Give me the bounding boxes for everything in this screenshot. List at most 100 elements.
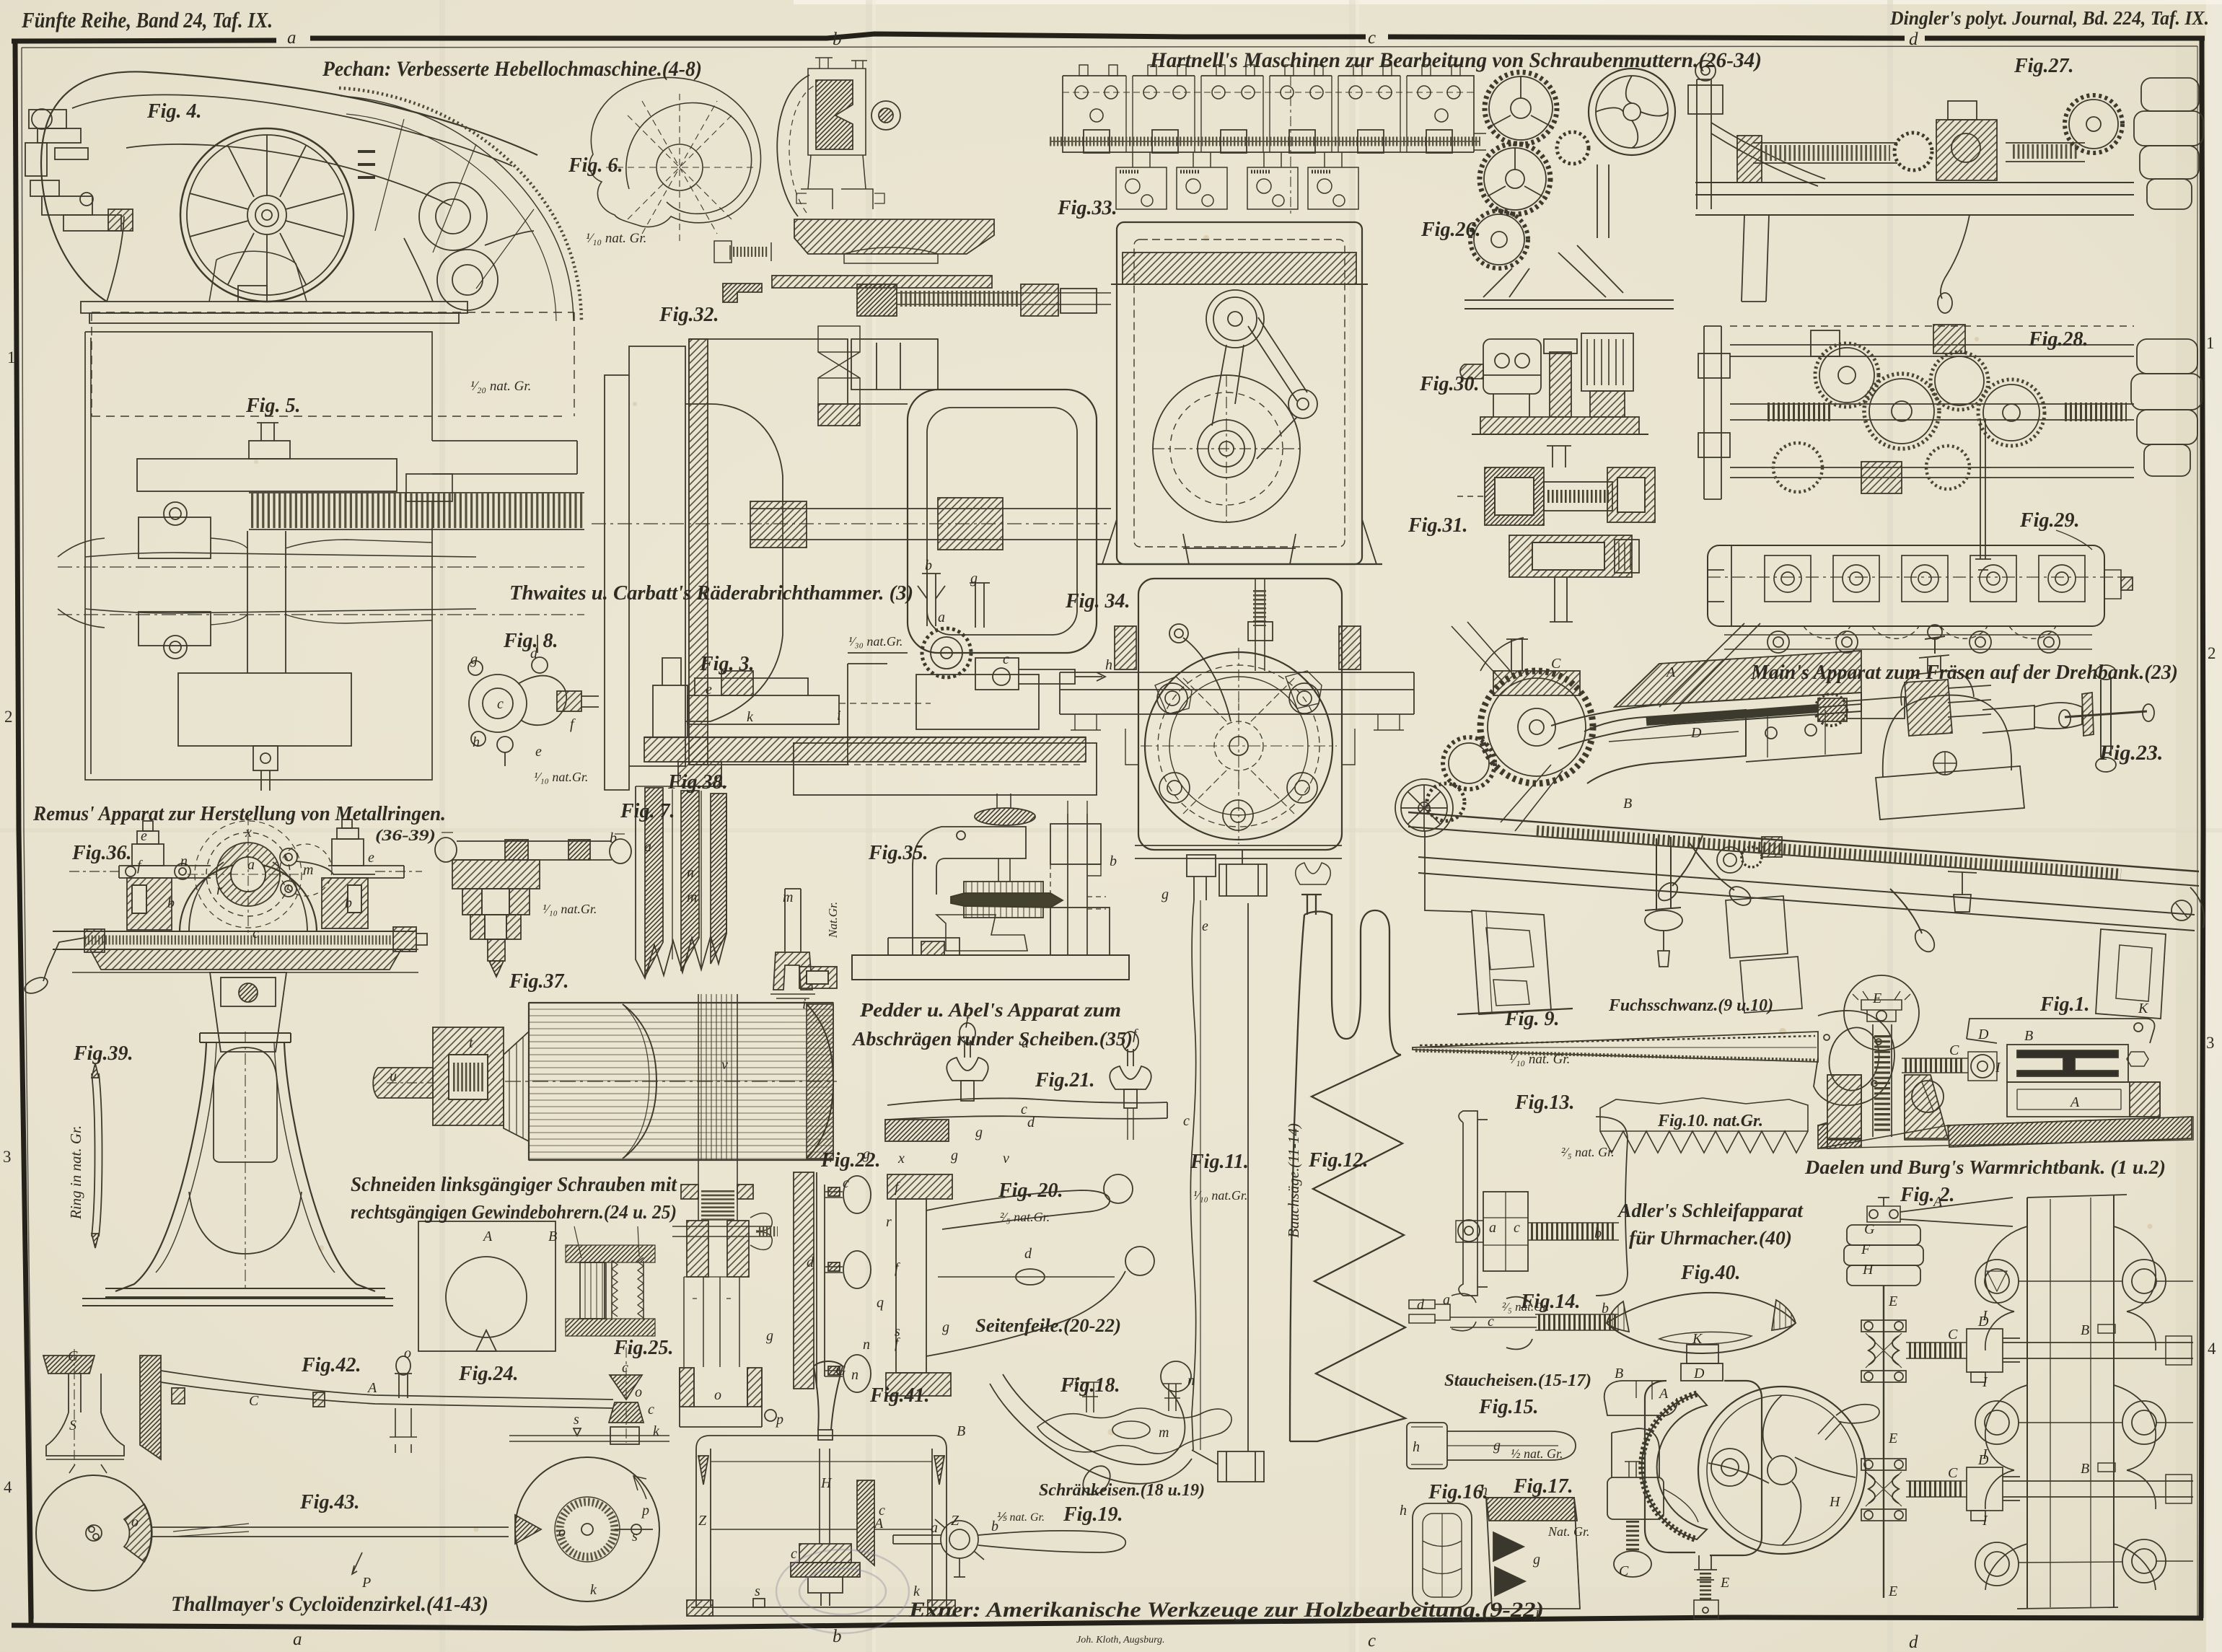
svg-text:v: v — [721, 1057, 728, 1073]
svg-text:¹⁄₁₀ nat.Gr.: ¹⁄₁₀ nat.Gr. — [1193, 1188, 1247, 1203]
svg-text:e: e — [1202, 918, 1208, 934]
svg-text:Fig. 8.: Fig. 8. — [503, 630, 558, 652]
svg-text:f: f — [895, 1179, 900, 1195]
svg-text:a: a — [644, 839, 651, 855]
svg-text:A: A — [1658, 1386, 1669, 1402]
svg-text:e: e — [535, 744, 542, 760]
svg-text:b: b — [1602, 1301, 1609, 1317]
svg-text:B: B — [2024, 1028, 2033, 1044]
svg-text:A: A — [1665, 664, 1676, 680]
svg-text:Z: Z — [951, 1513, 960, 1529]
svg-text:D: D — [1690, 725, 1702, 741]
svg-text:I: I — [1982, 1374, 1988, 1390]
svg-text:h: h — [473, 734, 480, 750]
svg-text:o: o — [131, 1514, 139, 1530]
svg-text:Fig.32.: Fig.32. — [659, 304, 719, 326]
svg-text:E: E — [1888, 1431, 1897, 1446]
svg-text:c: c — [1003, 651, 1009, 667]
svg-text:g: g — [942, 1319, 949, 1335]
svg-text:Fig.26.: Fig.26. — [1420, 219, 1480, 241]
svg-text:Schränkeisen.(18 u.19): Schränkeisen.(18 u.19) — [1039, 1481, 1205, 1500]
svg-text:D: D — [1693, 1366, 1705, 1381]
svg-text:H: H — [1862, 1262, 1874, 1278]
svg-text:i: i — [802, 996, 807, 1012]
svg-text:(36-39): (36-39) — [375, 826, 436, 844]
svg-text:a: a — [287, 28, 297, 48]
svg-text:Dingler's polyt. Journal, Bd.: Dingler's polyt. Journal, Bd. 224, Taf. … — [1889, 7, 2209, 29]
svg-text:e: e — [368, 850, 374, 866]
svg-text:C: C — [1948, 1465, 1958, 1481]
svg-text:Fig.42.: Fig.42. — [301, 1354, 361, 1376]
svg-text:Fig.13.: Fig.13. — [1514, 1091, 1574, 1114]
svg-text:n: n — [1071, 1373, 1078, 1389]
svg-text:D: D — [1977, 1452, 1989, 1468]
svg-text:Seitenfeile.(20-22): Seitenfeile.(20-22) — [975, 1315, 1121, 1336]
svg-text:s: s — [895, 1324, 900, 1340]
svg-text:n: n — [863, 1337, 870, 1353]
svg-text:I: I — [1982, 1308, 1988, 1324]
svg-text:E: E — [1872, 990, 1881, 1006]
svg-text:f: f — [570, 716, 576, 732]
svg-text:c: c — [791, 1546, 797, 1562]
svg-text:Fig.23.: Fig.23. — [2099, 741, 2163, 765]
svg-text:v: v — [1003, 1151, 1009, 1166]
svg-text:G: G — [835, 1363, 846, 1379]
svg-text:g: g — [1493, 1438, 1501, 1454]
svg-text:g: g — [970, 571, 978, 586]
svg-text:k: k — [747, 709, 754, 725]
svg-text:c: c — [1514, 1220, 1520, 1236]
svg-text:a: a — [1022, 1035, 1029, 1051]
svg-text:Fig. 20.: Fig. 20. — [998, 1179, 1063, 1202]
svg-text:Fig.1.: Fig.1. — [2039, 993, 2089, 1016]
svg-text:f: f — [895, 1335, 900, 1351]
svg-text:Fig. 7.: Fig. 7. — [620, 800, 675, 822]
svg-text:o: o — [404, 1345, 411, 1361]
svg-text:I: I — [1995, 1060, 2001, 1076]
svg-text:Fig.15.: Fig.15. — [1478, 1396, 1538, 1418]
svg-text:Remus' Apparat zur Herstellung: Remus' Apparat zur Herstellung von Metal… — [32, 803, 446, 825]
svg-text:Hartnell's Maschinen zur Bearb: Hartnell's Maschinen zur Bearbeitung von… — [1149, 48, 1762, 72]
svg-text:Fig.14.: Fig.14. — [1520, 1291, 1580, 1313]
svg-text:Fig. 3.: Fig. 3. — [699, 653, 754, 675]
svg-text:A: A — [2069, 1094, 2080, 1110]
svg-text:p: p — [775, 1412, 783, 1428]
svg-text:C: C — [1948, 1327, 1958, 1343]
svg-text:I: I — [1982, 1513, 1988, 1529]
svg-text:Fig.22.: Fig.22. — [820, 1149, 880, 1172]
svg-text:c: c — [879, 1503, 885, 1519]
svg-text:h: h — [1400, 1503, 1407, 1519]
svg-text:Fig.24.: Fig.24. — [458, 1363, 518, 1385]
svg-text:Fig. 2.: Fig. 2. — [1900, 1184, 1954, 1206]
svg-text:Fig.27.: Fig.27. — [2014, 55, 2073, 77]
svg-text:B: B — [548, 1229, 557, 1244]
svg-text:c: c — [622, 1360, 628, 1376]
svg-text:Abschrägen runder Scheiben.(35: Abschrägen runder Scheiben.(35) — [851, 1028, 1133, 1050]
svg-text:Fig.28.: Fig.28. — [2028, 328, 2088, 351]
svg-text:Fig.39.: Fig.39. — [73, 1042, 133, 1065]
svg-text:c: c — [1021, 1102, 1027, 1117]
svg-text:½ nat. Gr.: ½ nat. Gr. — [1511, 1446, 1563, 1461]
svg-text:Fig. 6.: Fig. 6. — [568, 154, 623, 177]
svg-text:Fig.43.: Fig.43. — [299, 1491, 359, 1513]
svg-text:s: s — [755, 1583, 760, 1599]
svg-text:D: D — [1977, 1314, 1989, 1330]
svg-text:Exner: Amerikanische Werkzeuge: Exner: Amerikanische Werkzeuge zur Holzb… — [908, 1598, 1544, 1622]
svg-text:b: b — [925, 558, 932, 574]
svg-text:E: E — [1888, 1293, 1897, 1309]
svg-text:g: g — [975, 1125, 983, 1141]
svg-text:C: C — [68, 1348, 78, 1364]
svg-text:c: c — [843, 1175, 849, 1191]
svg-text:Bauchsäge.(11-14): Bauchsäge.(11-14) — [1285, 1123, 1302, 1238]
svg-text:r: r — [886, 1214, 892, 1230]
svg-text:b: b — [1110, 853, 1117, 869]
svg-text:Fig. 34.: Fig. 34. — [1065, 590, 1130, 612]
svg-text:d: d — [1027, 1115, 1035, 1130]
svg-text:Fig.35.: Fig.35. — [868, 842, 928, 864]
svg-text:Fuchsschwanz.(9 u.10): Fuchsschwanz.(9 u.10) — [1608, 996, 1773, 1015]
svg-text:c: c — [1368, 28, 1376, 48]
svg-text:r: r — [216, 882, 222, 898]
svg-text:3: 3 — [2206, 1034, 2215, 1052]
svg-text:c: c — [1488, 1314, 1494, 1330]
svg-text:b: b — [833, 1627, 842, 1646]
svg-text:Ring in nat. Gr.: Ring in nat. Gr. — [67, 1125, 84, 1220]
